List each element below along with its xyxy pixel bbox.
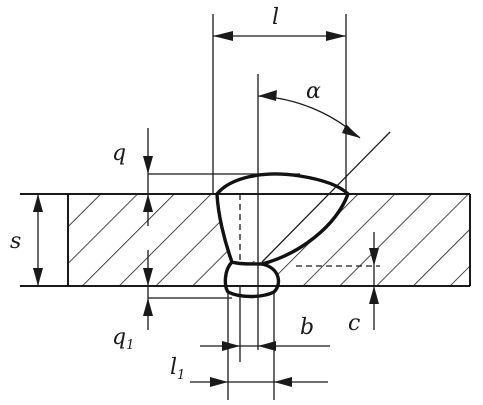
label-c: c [348,311,360,336]
label-q1: q1 [112,325,134,353]
hidden-lines [239,194,380,267]
label-alpha: α [306,79,321,104]
label-s: s [10,229,21,254]
reference-lines [257,74,391,350]
plate-hatching [68,194,470,286]
dimension-b: b [200,286,330,362]
dimension-l: l [212,5,347,194]
dimension-s: s [10,194,43,286]
dimension-c: c [348,232,379,336]
dimension-q1: q1 [112,250,232,353]
dimension-alpha: α [257,79,361,139]
label-l: l [272,5,279,30]
label-q: q [112,141,126,166]
dimension-l1: l1 [170,292,328,400]
plate-outline [20,193,471,287]
dimension-q: q [112,128,300,226]
label-l1: l1 [170,355,185,383]
label-b: b [300,315,314,340]
